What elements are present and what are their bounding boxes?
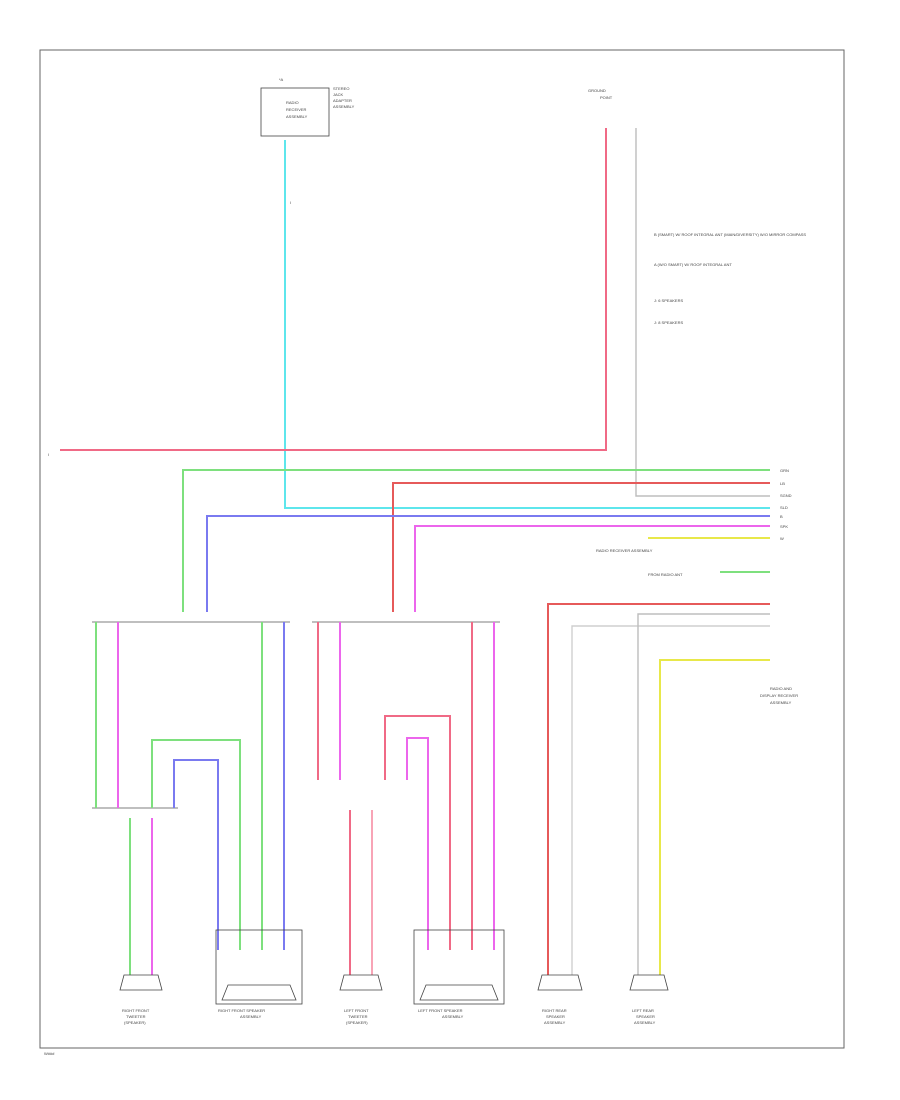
right-connector-label-2: LB	[780, 481, 785, 486]
top-ecu-line-2: JACK	[333, 92, 344, 97]
top-ecu-line-4: ASSEMBLY	[333, 104, 355, 109]
speaker-symbol-2	[215, 929, 303, 1005]
speaker-1-line-2: TWEETER	[126, 1014, 146, 1019]
wire-red-main	[392, 482, 770, 612]
speaker-6-line-3: ASSEMBLY	[634, 1020, 656, 1025]
legend-note-4: J: 8 SPEAKERS	[654, 320, 683, 325]
top-connector-line-1: RADIO	[286, 100, 299, 105]
speaker-1-line-1: RIGHT FRONT	[122, 1008, 150, 1013]
speaker-symbol-1	[119, 974, 163, 991]
mid-right-label-2: FROM RADIO ANT	[648, 572, 683, 577]
right-block-line-2: DISPLAY RECEIVER	[760, 693, 798, 698]
top-connector-line-2: RECEIVER	[286, 107, 307, 112]
wire-pink-top	[60, 128, 607, 451]
wire-red-rear	[547, 603, 770, 975]
mid-right-label: RADIO RECEIVER ASSEMBLY	[596, 548, 653, 553]
speaker-4-line-1: LEFT FRONT SPEAKER	[418, 1008, 463, 1013]
wire-blue-main	[206, 515, 770, 612]
right-connector-label-5: B	[780, 514, 783, 519]
wire-blue-l2	[173, 759, 219, 950]
top-connector-line-3: ASSEMBLY	[286, 114, 308, 119]
wire-magenta-m2	[406, 737, 429, 950]
wire-cyan-main	[284, 140, 770, 509]
speaker-4-line-2: ASSEMBLY	[442, 1014, 464, 1019]
wire-grey-rear-2	[637, 613, 770, 975]
speaker-6-line-1: LEFT REAR	[632, 1008, 654, 1013]
right-connector-label-4: SLD	[780, 505, 788, 510]
diagram-frame	[39, 49, 845, 1049]
wire-green-main	[182, 469, 770, 612]
speaker-2-line-2: ASSEMBLY	[240, 1014, 262, 1019]
speaker-5-line-1: RIGHT REAR	[542, 1008, 567, 1013]
speaker-3-line-1: LEFT FRONT	[344, 1008, 369, 1013]
top-connector-box	[260, 87, 330, 137]
speaker-5-line-3: ASSEMBLY	[544, 1020, 566, 1025]
top-ecu-line-1: STEREO	[333, 86, 349, 91]
top-ecu-line-3: ADAPTER	[333, 98, 352, 103]
wire-magenta-main	[414, 525, 770, 612]
right-connector-label-1: GRN	[780, 468, 789, 473]
pin-marker-mid: I	[290, 200, 291, 205]
top-connector-code: *A	[279, 77, 284, 82]
legend-note-3: J: 6 SPEAKERS	[654, 298, 683, 303]
right-connector-label-6: SPK	[780, 524, 788, 529]
speaker-3-line-2: TWEETER	[348, 1014, 368, 1019]
wire-green-l2	[151, 739, 241, 950]
speaker-5-line-2: SPEAKER	[546, 1014, 565, 1019]
right-connector-label-3: SGND	[780, 493, 792, 498]
speaker-1-line-3: (SPEAKER)	[124, 1020, 146, 1025]
speaker-symbol-3	[339, 974, 383, 991]
wire-pink-m2	[384, 715, 451, 950]
wire-grey-rear	[571, 625, 770, 975]
wire-yellow-rear	[659, 659, 770, 975]
right-top-component-line-1: GROUND	[588, 88, 606, 93]
legend-note-2: A (W/O SMART) W/ ROOF INTEGRAL ANT	[654, 262, 732, 267]
speaker-symbol-4	[413, 929, 505, 1005]
speaker-symbol-6	[629, 974, 669, 991]
right-block-line-1: RADIO AND	[770, 686, 792, 691]
speaker-2-line-1: RIGHT FRONT SPEAKER	[218, 1008, 265, 1013]
speaker-6-line-2: SPEAKER	[636, 1014, 655, 1019]
right-connector-label-7: W	[780, 536, 784, 541]
right-top-component-line-2: POINT	[600, 95, 613, 100]
speaker-symbol-5	[537, 974, 583, 991]
wire-grey-top	[635, 128, 770, 497]
right-block-line-3: ASSEMBLY	[770, 700, 792, 705]
speaker-3-line-3: (SPEAKER)	[346, 1020, 368, 1025]
pin-marker-left: I	[48, 452, 49, 457]
footer-code: W###	[44, 1051, 55, 1056]
legend-note-1: B (SMART) W/ ROOF INTEGRAL ANT (MAIN/DIV…	[654, 232, 806, 237]
